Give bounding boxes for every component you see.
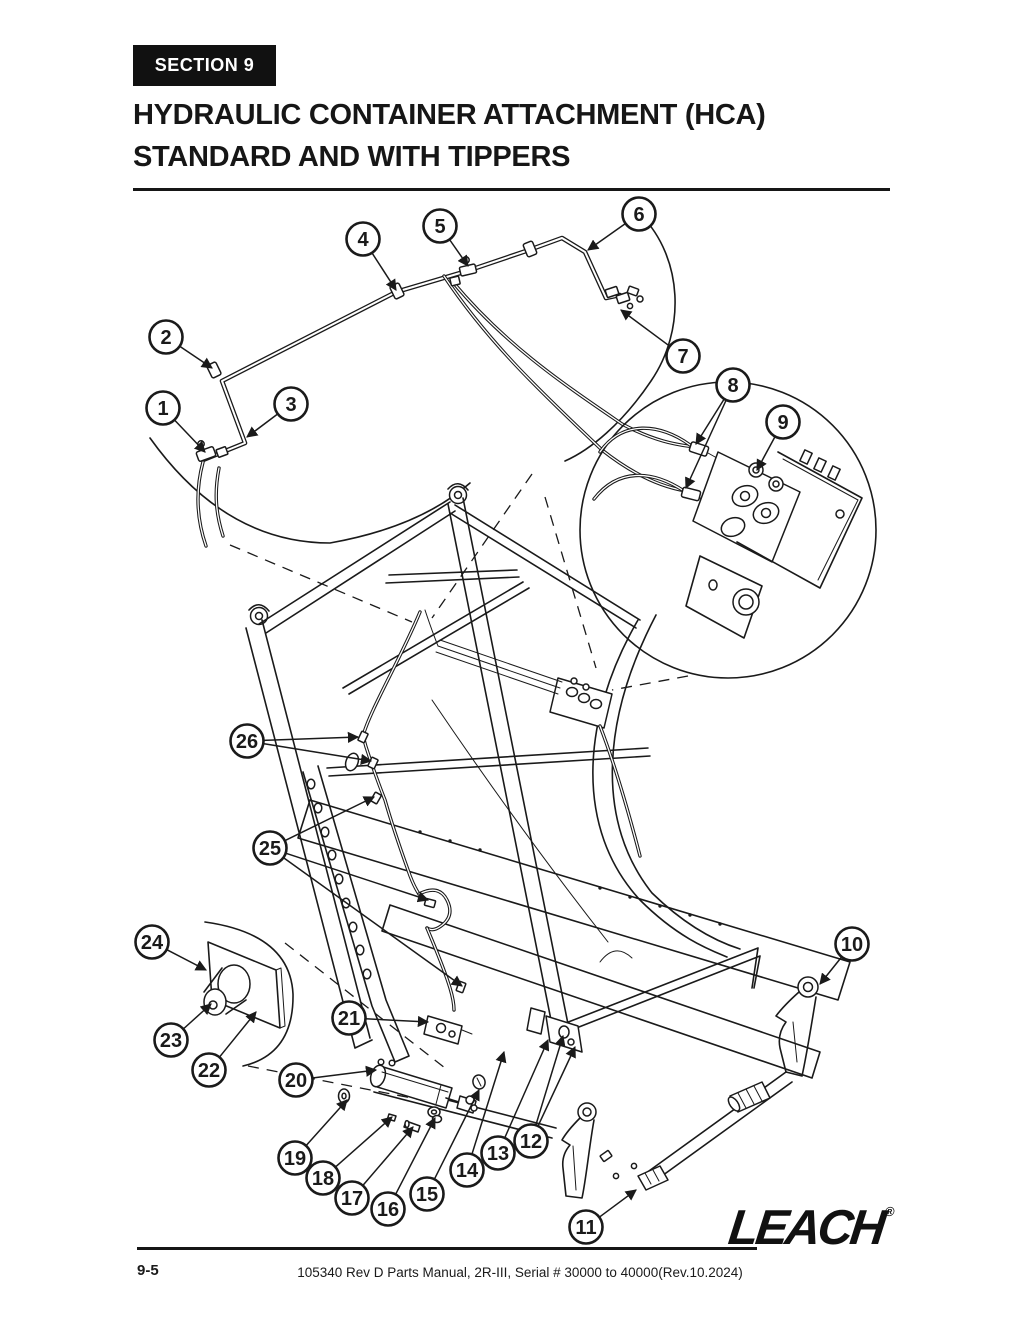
- svg-text:21: 21: [338, 1008, 360, 1030]
- svg-text:12: 12: [520, 1131, 542, 1153]
- section-label: SECTION 9: [154, 55, 255, 75]
- callout-4: 4: [345, 221, 397, 291]
- svg-text:3: 3: [285, 394, 296, 416]
- callout-10: 10: [819, 926, 870, 985]
- svg-text:7: 7: [677, 346, 688, 368]
- valve-bracket: [685, 555, 763, 639]
- callout-25: 25: [252, 796, 463, 987]
- brand-name: LEACH: [725, 1201, 886, 1255]
- callout-13: 13: [480, 1038, 550, 1171]
- title-line-2: STANDARD AND WITH TIPPERS: [133, 141, 571, 173]
- callout-15: 15: [409, 1088, 480, 1212]
- tee-fitting-2: [449, 256, 478, 287]
- callout-1: 1: [145, 390, 206, 453]
- brand-logo: LEACH®: [725, 1200, 895, 1256]
- footer-rule: [137, 1247, 757, 1250]
- tipper-arms: [561, 976, 819, 1199]
- callout-26: 26: [229, 723, 373, 765]
- container-body: [245, 482, 851, 1139]
- page-number: 9-5: [137, 1262, 159, 1279]
- svg-text:13: 13: [487, 1143, 509, 1165]
- svg-text:5: 5: [434, 216, 445, 238]
- doc-reference: 105340 Rev D Parts Manual, 2R-III, Seria…: [297, 1265, 743, 1280]
- svg-text:8: 8: [727, 375, 738, 397]
- callout-7: 7: [620, 309, 701, 374]
- valve-body: [692, 451, 801, 563]
- valve-detail-balloon: [579, 381, 877, 679]
- callout-2: 2: [148, 319, 213, 369]
- callout-8: 8: [685, 367, 751, 490]
- svg-text:24: 24: [141, 932, 164, 954]
- hydraulic-tube-assembly: [195, 235, 696, 548]
- callout-20: 20: [278, 1062, 378, 1098]
- svg-text:10: 10: [841, 934, 863, 956]
- svg-text:20: 20: [285, 1070, 307, 1092]
- page-title: HYDRAULIC CONTAINER ATTACHMENT (HCA) STA…: [133, 94, 766, 178]
- valve-mount-plate: [736, 449, 863, 589]
- svg-text:14: 14: [456, 1160, 479, 1182]
- callout-11: 11: [568, 1189, 637, 1245]
- callout-layer: 1234567891011121314151617181920212223242…: [134, 196, 870, 1245]
- svg-text:16: 16: [377, 1199, 399, 1221]
- svg-text:23: 23: [160, 1030, 182, 1052]
- svg-text:2: 2: [160, 327, 171, 349]
- pivot-brackets: [423, 1007, 583, 1053]
- svg-text:1: 1: [157, 398, 168, 420]
- svg-text:9: 9: [777, 412, 788, 434]
- svg-text:18: 18: [312, 1168, 334, 1190]
- title-line-1: HYDRAULIC CONTAINER ATTACHMENT (HCA): [133, 99, 766, 131]
- lift-cylinder: [369, 1058, 478, 1114]
- svg-text:15: 15: [416, 1184, 438, 1206]
- callout-22: 22: [191, 1011, 257, 1088]
- roller-detail-balloon: [203, 921, 294, 1067]
- mounted-valve-block: [424, 609, 642, 858]
- callout-3: 3: [246, 386, 309, 438]
- title-rule: [133, 188, 890, 191]
- callout-12: 12: [513, 1034, 576, 1159]
- svg-text:4: 4: [357, 229, 369, 251]
- svg-text:6: 6: [633, 204, 644, 226]
- svg-text:26: 26: [236, 731, 258, 753]
- callout-6: 6: [587, 196, 657, 251]
- callout-9: 9: [756, 404, 801, 471]
- svg-text:25: 25: [259, 838, 281, 860]
- callout-5: 5: [422, 208, 469, 267]
- svg-text:17: 17: [341, 1188, 363, 1210]
- registered-mark-icon: ®: [883, 1204, 895, 1219]
- elbow-fittings: [604, 285, 644, 310]
- svg-text:22: 22: [198, 1060, 220, 1082]
- callout-14: 14: [449, 1050, 507, 1188]
- callout-23: 23: [153, 1003, 212, 1058]
- svg-text:11: 11: [575, 1217, 596, 1239]
- callout-24: 24: [134, 924, 207, 971]
- callout-21: 21: [331, 1000, 430, 1036]
- callout-19: 19: [277, 1099, 348, 1176]
- section-badge: SECTION 9: [133, 45, 276, 86]
- callout-16: 16: [370, 1117, 436, 1227]
- svg-text:19: 19: [284, 1148, 306, 1170]
- callout-17: 17: [334, 1126, 414, 1216]
- callout-18: 18: [305, 1116, 393, 1196]
